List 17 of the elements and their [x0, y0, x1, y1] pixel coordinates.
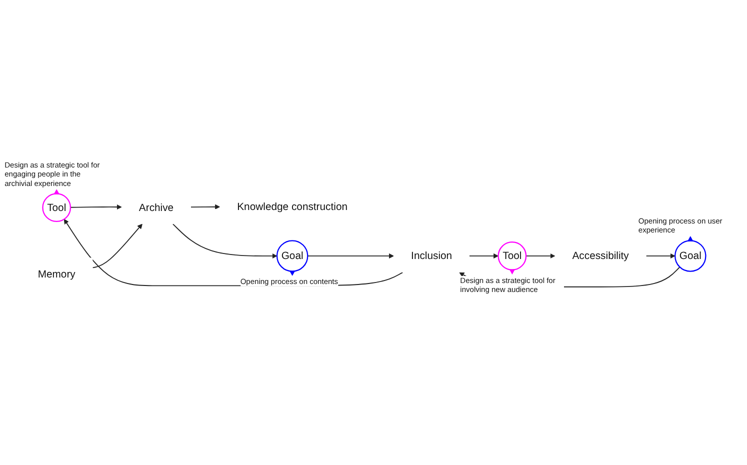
node-circle: Goal: [276, 240, 308, 272]
arrow: [92, 224, 142, 268]
arrow: [468, 253, 499, 258]
arrow: [70, 204, 122, 210]
node-circle: Tool: [42, 193, 72, 222]
node-text: Knowledge construction: [237, 200, 348, 212]
arrow: [190, 204, 220, 210]
arrow: [307, 253, 394, 258]
node-text: Memory: [38, 268, 76, 280]
node-text: Inclusion: [411, 250, 452, 262]
node-text: Accessibility: [572, 250, 629, 262]
arrow: [172, 224, 278, 258]
node-circle: Goal: [674, 240, 706, 272]
arrow: [526, 253, 556, 258]
arrow: [646, 253, 676, 258]
node-circle: Tool: [498, 242, 527, 270]
node-text: Archive: [138, 202, 174, 214]
